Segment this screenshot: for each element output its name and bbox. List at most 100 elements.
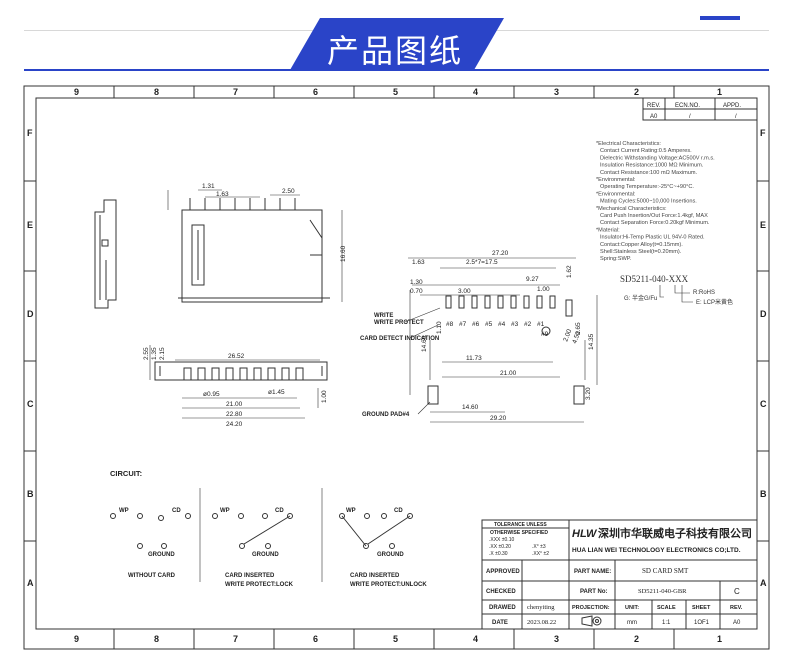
- dim-163b: 1.63: [412, 259, 425, 266]
- outer-frame: [23, 85, 770, 650]
- pad: [471, 295, 478, 309]
- row-label-right: A: [760, 578, 767, 588]
- dim-250: 2.50: [282, 188, 295, 195]
- row-label-left: E: [27, 220, 33, 230]
- col-label-bottom: 8: [154, 634, 159, 644]
- circuit-title: CIRCUIT:: [110, 469, 142, 478]
- dim-2100: 21.00: [500, 370, 517, 377]
- title-block: [481, 519, 758, 630]
- contact-tooth: [281, 367, 290, 381]
- header-accent: [700, 16, 740, 20]
- unit-value: mm: [627, 620, 637, 626]
- company-en: HUA LIAN WEI TECHNOLOGY ELECTRONICS CO;L…: [572, 547, 741, 554]
- dim-2652: 26.52: [228, 353, 245, 360]
- spec-line: *Environmental:: [596, 191, 636, 197]
- drawed-label: DRAWED: [489, 605, 516, 611]
- circuit-section: [110, 488, 413, 582]
- tol-a: .XXX ±0.10: [489, 537, 514, 543]
- col-label-bottom: 3: [554, 634, 559, 644]
- ecn-header: ECN.NO.: [675, 103, 700, 109]
- row-label-right: F: [760, 128, 766, 138]
- pad: [484, 295, 491, 309]
- caption-lock-2: WRITE PROTECT:LOCK: [225, 582, 294, 588]
- pad: [510, 295, 517, 309]
- dim-320: 3.20: [585, 387, 592, 400]
- dim-095: ø0.95: [203, 391, 220, 398]
- ang-b: .XX° ±2: [532, 551, 549, 557]
- spec-line: Shell:Stainless Steel(t=0.20mm).: [600, 249, 682, 255]
- row-label-left: F: [27, 128, 33, 138]
- rev-value: A0: [650, 114, 658, 120]
- dim-1660: 16.60: [340, 245, 347, 262]
- c2-gnd: GROUND: [252, 552, 279, 558]
- appd-value: /: [735, 114, 737, 120]
- tol-header-2: OTHERWISE SPECIFIED: [490, 530, 548, 536]
- ecn-value: /: [689, 114, 691, 120]
- dim-255: 2.55: [143, 347, 150, 360]
- c3-gnd: GROUND: [377, 552, 404, 558]
- col-label-top: 6: [313, 87, 318, 97]
- col-label-bottom: 6: [313, 634, 318, 644]
- part-name-label: PART NAME:: [574, 569, 611, 575]
- pin-label: #6: [472, 321, 480, 328]
- part-code: SD5211-040-XXX: [620, 274, 689, 284]
- col-label-bottom: 2: [634, 634, 639, 644]
- row-label-left: D: [27, 309, 34, 319]
- spec-line: Insulation Resistance:1000 MΩ Minimum.: [600, 163, 704, 169]
- dim-2100b: 21.00: [226, 401, 243, 408]
- contact-tooth: [253, 367, 262, 381]
- dim-265: 2.65: [575, 322, 582, 335]
- c3-wp: WP: [346, 508, 356, 514]
- dim-300: 3.00: [458, 288, 471, 295]
- col-label-top: 1: [717, 87, 722, 97]
- company-cn: 深圳市华联威电子科技有限公司: [598, 526, 752, 540]
- row-label-left: B: [27, 489, 34, 499]
- unit-label: UNIT:: [625, 605, 639, 611]
- pin-label: #8: [446, 321, 454, 328]
- row-label-right: C: [760, 399, 767, 409]
- part-name: SD CARD SMT: [642, 567, 689, 575]
- callout-wp: WRITE PROTECT: [374, 320, 424, 326]
- dim-163a: 1.63: [216, 191, 229, 198]
- appd-header: APPD.: [723, 103, 741, 109]
- row-label-right: D: [760, 309, 767, 319]
- pin-labels: #8#7#6#5#4#3#2#1#9: [446, 321, 549, 338]
- caption-without-card: WITHOUT CARD: [128, 573, 176, 579]
- date-value: 2023.08.22: [527, 619, 556, 626]
- rev-value-tb: A0: [733, 620, 741, 626]
- pin-label: #1: [537, 321, 545, 328]
- dim-162: 1.62: [566, 265, 573, 278]
- pad: [536, 295, 543, 309]
- pin-label: #7: [459, 321, 467, 328]
- spec-line: Mating Cycles:5000~10,000 Insertions.: [600, 199, 697, 205]
- dim-450: 4.50: [571, 330, 582, 345]
- projection-symbol: [581, 615, 602, 627]
- dim-100a: 1.00: [537, 286, 550, 293]
- tol-header-1: TOLERANCE UNLESS: [494, 522, 547, 528]
- contact-tooth: [239, 367, 248, 381]
- col-label-top: 9: [74, 87, 79, 97]
- dim-2920: 29.20: [490, 415, 507, 422]
- dim-130: 1.30: [410, 279, 423, 286]
- col-label-top: 4: [473, 87, 478, 97]
- contact-tooth: [197, 367, 206, 381]
- contact-tooth: [211, 367, 220, 381]
- dim-070: 0.70: [410, 288, 423, 295]
- col-label-bottom: 9: [74, 634, 79, 644]
- dim-215: 2.15: [159, 347, 166, 360]
- spec-line: *Electrical Characteristics:: [596, 141, 661, 147]
- contact-tooth: [295, 367, 304, 381]
- dim-2420: 24.20: [226, 421, 243, 428]
- scale-value: 1:1: [662, 620, 671, 626]
- caption-unlock-2: WRITE PROTECT:UNLOCK: [350, 582, 427, 588]
- footprint-view: [408, 257, 598, 423]
- dim-200: 2.00: [562, 328, 573, 343]
- tol-c: .X ±0.30: [489, 551, 508, 557]
- col-label-top: 8: [154, 87, 159, 97]
- pad: [497, 295, 504, 309]
- page-title: 产品图纸: [326, 32, 463, 70]
- approved-label: APPROVED: [486, 569, 520, 575]
- revision-block: REV. ECN.NO. APPD. A0 / /: [642, 97, 758, 121]
